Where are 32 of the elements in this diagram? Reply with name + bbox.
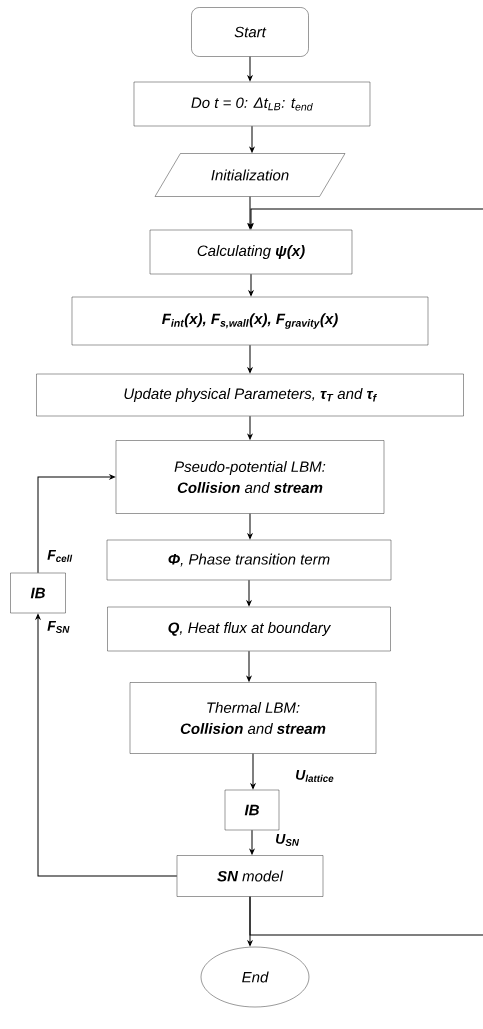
start-terminal: Start [191, 7, 309, 57]
arrow [37, 474, 116, 574]
arrow [247, 56, 253, 82]
edge-label: F$_{SN}$ [47, 621, 70, 633]
process-box: Thermal LBM: Collision and stream [129, 682, 377, 754]
process-box: IB [224, 789, 280, 831]
arrow [248, 208, 483, 936]
edge-label: F$_{cell}$ [47, 550, 73, 562]
end-terminal: End [200, 946, 310, 1008]
process-box: Do t = 0: Δt$_{LB}$: t$_{end}$ [133, 81, 371, 127]
arrow [247, 513, 253, 540]
arrow [246, 650, 252, 682]
process-box: Calculating ψ(x) [149, 229, 353, 275]
arrow [247, 415, 253, 440]
arrow [249, 125, 255, 153]
process-box: IB [10, 572, 66, 614]
arrow [35, 614, 178, 877]
process-box: Φ, Phase transition term [106, 539, 392, 581]
process-box: SN model [176, 855, 324, 897]
input-parallelogram: Initialization [154, 153, 346, 197]
arrow [246, 579, 252, 607]
edge-label: U$_{SN}$ [276, 834, 300, 846]
process-box: F$_{int}$(x), F$_{s,wall}$(x), F$_{gravity}$(x) [71, 296, 429, 346]
edge-label: U$_{lattice}$ [296, 770, 334, 782]
arrow [247, 344, 253, 374]
process-box: Update physical Parameters, τ$_{T}$ and τ$_{f}$ [36, 373, 464, 417]
arrow [248, 273, 254, 297]
arrow [247, 196, 253, 230]
process-box: Q, Heat flux at boundary [107, 606, 391, 652]
arrow [250, 753, 256, 790]
process-box: Pseudo-potential LBM: Collision and stream [115, 440, 385, 514]
arrow [249, 829, 255, 855]
